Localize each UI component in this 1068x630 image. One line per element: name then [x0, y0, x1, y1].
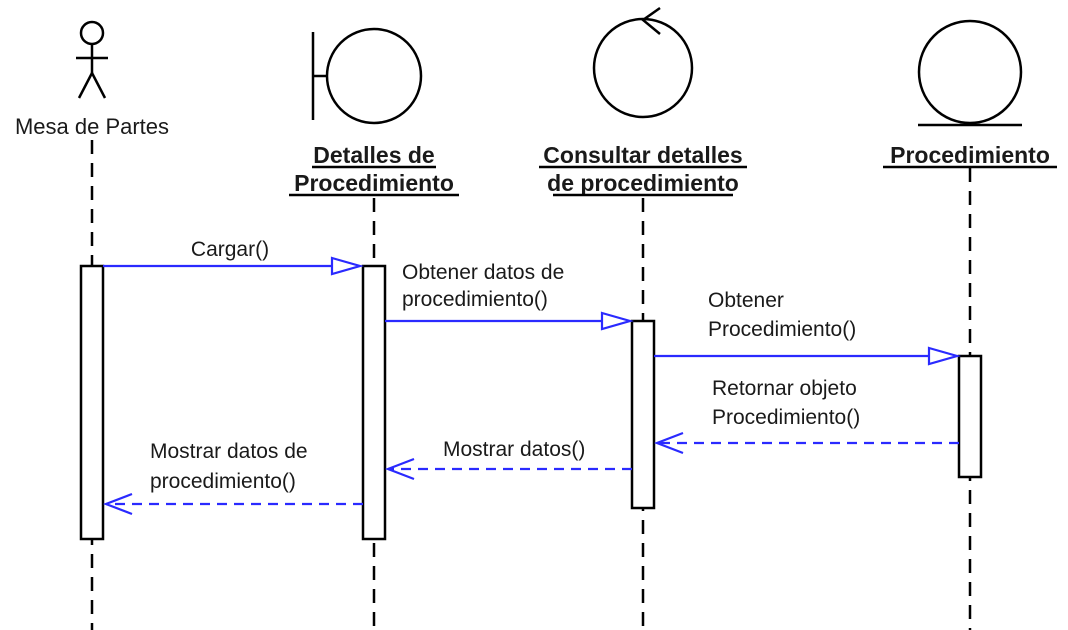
message-obtener-datos-label-line1: Obtener datos de: [402, 261, 564, 284]
control-label-line2: de procedimiento: [547, 170, 739, 196]
activation-detalles-de-procedimiento: [361, 264, 387, 541]
activation-procedimiento: [957, 354, 983, 479]
message-obtener-procedimiento-label-line2: Procedimiento(): [708, 318, 856, 341]
activation-consultar-detalles: [630, 319, 656, 510]
message-obtener-datos-label-line2: procedimiento(): [402, 288, 548, 311]
activation-mesa-de-partes: [79, 264, 105, 541]
entity-icon: [917, 19, 1023, 127]
message-retornar-objeto: [653, 431, 959, 455]
message-cargar-label: Cargar(): [191, 238, 269, 261]
message-mostrar-datos-de-procedimiento-label-line1: Mostrar datos de: [150, 440, 308, 463]
entity-label: Procedimiento: [890, 142, 1050, 168]
boundary-label-line1: Detalles de: [313, 142, 434, 168]
control-label-line1: Consultar detalles: [543, 142, 742, 168]
message-mostrar-datos-de-procedimiento-label-line2: procedimiento(): [150, 470, 296, 493]
message-obtener-procedimiento-label-line1: Obtener: [708, 289, 784, 312]
message-cargar: [103, 256, 365, 276]
boundary-label-line2: Procedimiento: [294, 170, 454, 196]
actor-label: Mesa de Partes: [15, 114, 169, 139]
message-obtener-procedimiento: [654, 346, 962, 366]
boundary-icon: [311, 27, 423, 125]
message-obtener-datos: [385, 311, 635, 331]
message-mostrar-datos-label: Mostrar datos(): [443, 438, 585, 461]
message-retornar-objeto-label-line1: Retornar objeto: [712, 377, 857, 400]
message-mostrar-datos: [384, 457, 632, 481]
actor-icon: [76, 20, 108, 99]
control-icon: [592, 6, 694, 119]
message-mostrar-datos-de-procedimiento: [102, 492, 363, 516]
message-retornar-objeto-label-line2: Procedimiento(): [712, 406, 860, 429]
